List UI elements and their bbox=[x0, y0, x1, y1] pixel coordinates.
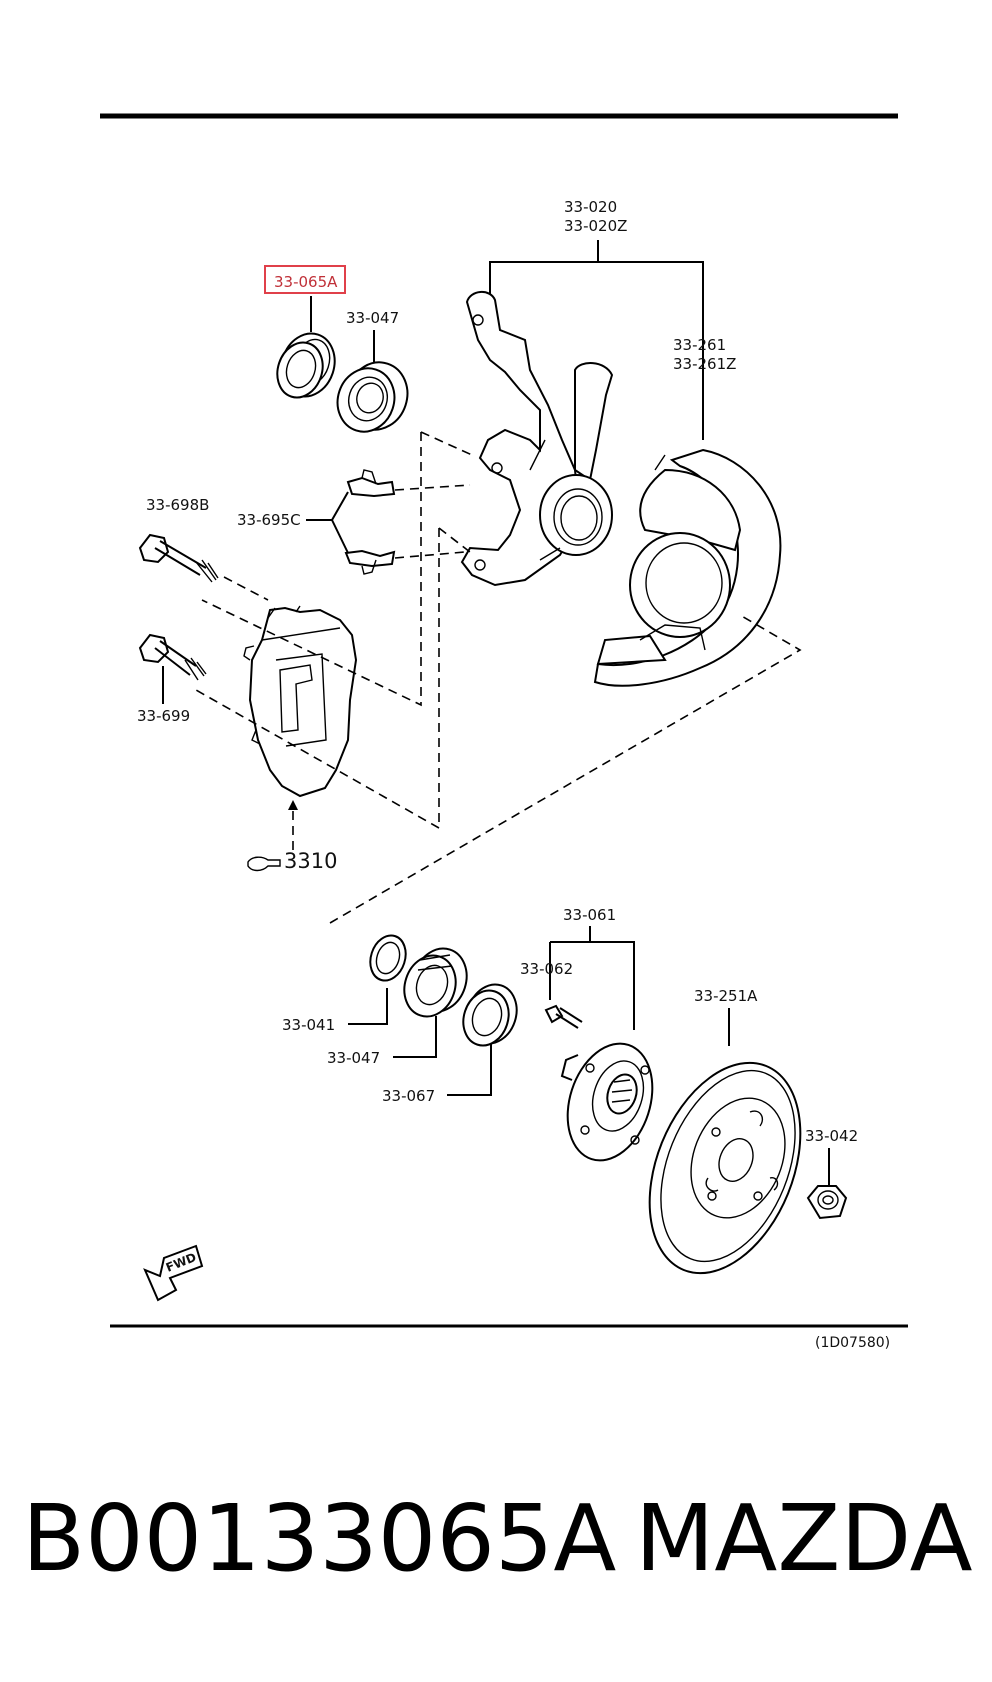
label-bolt-top[interactable]: 33-698B bbox=[146, 496, 209, 514]
label-shield-a[interactable]: 33-261 bbox=[673, 336, 726, 354]
bolt-top-callout: 33-698B bbox=[146, 496, 209, 514]
nut-callout: 33-042 bbox=[805, 1127, 858, 1190]
brake-disc[interactable] bbox=[621, 1041, 830, 1296]
label-bearing-top[interactable]: 33-047 bbox=[346, 309, 399, 327]
dust-shield-callout: 33-261 33-261Z bbox=[673, 336, 736, 373]
caliper-bolt-bottom[interactable] bbox=[138, 633, 207, 681]
fwd-arrow: FWD bbox=[143, 1244, 204, 1302]
assembly-lines-upper bbox=[195, 431, 802, 924]
label-hub-bolt[interactable]: 33-062 bbox=[520, 960, 573, 978]
label-caliper-ref[interactable]: 3310 bbox=[284, 849, 337, 873]
oil-seal-left[interactable] bbox=[365, 931, 412, 985]
part-number: B00133065A bbox=[22, 1485, 616, 1592]
label-hub[interactable]: 33-061 bbox=[563, 906, 616, 924]
seal-left-callout: 33-041 bbox=[282, 988, 388, 1034]
label-clip[interactable]: 33-695C bbox=[237, 511, 301, 529]
knuckle-callout: 33-020 33-020Z bbox=[489, 198, 704, 440]
label-nut[interactable]: 33-042 bbox=[805, 1127, 858, 1145]
label-knuckle-b[interactable]: 33-020Z bbox=[564, 217, 627, 235]
label-knuckle-a[interactable]: 33-020 bbox=[564, 198, 617, 216]
label-shield-b[interactable]: 33-261Z bbox=[673, 355, 736, 373]
hub-callout: 33-061 33-062 bbox=[520, 906, 635, 1030]
steering-knuckle[interactable] bbox=[460, 291, 614, 587]
pad-clip-top[interactable] bbox=[346, 469, 396, 498]
label-seal-left[interactable]: 33-041 bbox=[282, 1016, 335, 1034]
hub-bolt[interactable] bbox=[544, 1004, 583, 1029]
knuckle-bore bbox=[539, 474, 613, 556]
bolt-bottom-callout: 33-699 bbox=[137, 666, 190, 725]
oil-seal-top[interactable] bbox=[270, 327, 342, 404]
label-bearing-bottom[interactable]: 33-047 bbox=[327, 1049, 380, 1067]
label-seal-top[interactable]: 33-065A bbox=[274, 273, 338, 291]
label-bolt-bottom[interactable]: 33-699 bbox=[137, 707, 190, 725]
label-disc[interactable]: 33-251A bbox=[694, 987, 758, 1005]
bearing-bottom-callout: 33-047 bbox=[327, 1016, 437, 1067]
wheel-hub[interactable] bbox=[553, 1033, 666, 1172]
clip-callout: 33-695C bbox=[237, 491, 349, 554]
pad-clip-bottom[interactable] bbox=[344, 549, 396, 575]
wheel-bearing-bottom[interactable] bbox=[397, 942, 475, 1024]
hand-pointer-icon bbox=[247, 856, 281, 872]
label-seal-right[interactable]: 33-067 bbox=[382, 1087, 435, 1105]
hub-nut[interactable] bbox=[806, 1185, 848, 1220]
dust-shield[interactable] bbox=[593, 448, 782, 687]
brake-caliper[interactable] bbox=[243, 605, 358, 798]
bearing-top-callout: 33-047 bbox=[346, 309, 399, 366]
oil-seal-right[interactable] bbox=[456, 978, 524, 1051]
wheel-bearing-top[interactable] bbox=[329, 354, 416, 439]
caliper-bolt-top[interactable] bbox=[138, 533, 219, 583]
disc-callout: 33-251A bbox=[694, 987, 758, 1046]
brand: MAZDA bbox=[635, 1485, 973, 1592]
seal-top-callout: 33-065A bbox=[264, 265, 346, 332]
highlight-box bbox=[264, 265, 346, 294]
seal-right-callout: 33-067 bbox=[382, 1044, 492, 1105]
caliper-reference: 3310 bbox=[247, 800, 337, 873]
drawing-code: (1D07580) bbox=[815, 1335, 890, 1351]
